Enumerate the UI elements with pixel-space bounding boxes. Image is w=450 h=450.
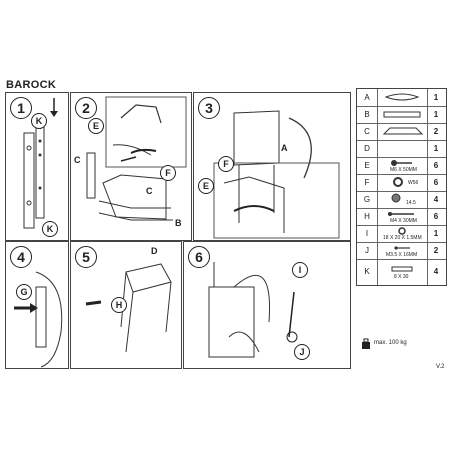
- step-5-panel: 5 D H: [70, 241, 182, 369]
- step-2-panel: 2 E C F C B: [70, 92, 192, 241]
- label-c-left: C: [74, 155, 81, 165]
- version-label: V.2: [436, 364, 445, 370]
- part-row-g: G 14.5 4: [357, 191, 446, 209]
- part-letter: B: [364, 110, 370, 119]
- step-3-illustration: [213, 110, 340, 239]
- ring-washer-icon: 18 X 20 X 1.5MM: [377, 225, 428, 242]
- step-number: 3: [198, 97, 220, 119]
- step-6-illustration: [208, 262, 298, 358]
- part-qty: 2: [433, 246, 439, 255]
- part-row-f: F W56 6: [357, 174, 446, 192]
- step-1-panel: 1 K K: [5, 92, 69, 241]
- stretcher-part-icon: [377, 89, 428, 106]
- part-row-i: I 18 X 20 X 1.5MM 1: [357, 225, 446, 243]
- step-3-panel: 3 A F E: [193, 92, 351, 241]
- part-row-a: A 1: [357, 89, 446, 107]
- label-d: D: [151, 246, 158, 256]
- part-spec: M4 X 30MM: [390, 218, 417, 224]
- step-6-panel: 6 I J: [183, 241, 351, 369]
- label-f: F: [160, 165, 176, 181]
- step-number: 6: [188, 246, 210, 268]
- step-number: 4: [10, 246, 32, 268]
- part-qty: 1: [433, 144, 439, 153]
- part-qty: 4: [433, 195, 439, 204]
- part-row-d: D 1: [357, 140, 446, 158]
- part-letter: E: [364, 161, 370, 170]
- step-number: 1: [10, 97, 32, 119]
- max-weight-label: max. 100 kg: [374, 340, 407, 346]
- bolt-icon: M6 X 50MM: [377, 157, 428, 174]
- part-spec: 18 X 20 X 1.5MM: [383, 235, 422, 241]
- label-j: J: [294, 344, 310, 360]
- part-row-j: J M3.5 X 16MM 2: [357, 242, 446, 260]
- rail-part-icon: [377, 106, 428, 123]
- part-letter: C: [364, 127, 370, 136]
- seat-part-icon: [377, 140, 428, 157]
- weight-icon: [360, 338, 372, 350]
- nut-icon: 14.5: [377, 191, 428, 208]
- part-qty: 1: [433, 229, 439, 238]
- part-letter: G: [363, 195, 371, 204]
- part-row-e: E M6 X 50MM 6: [357, 157, 446, 175]
- step-number: 2: [75, 97, 97, 119]
- part-row-b: B 1: [357, 106, 446, 124]
- part-qty: 2: [433, 127, 439, 136]
- label-h: H: [111, 297, 127, 313]
- label-a: A: [281, 143, 288, 153]
- part-letter: F: [364, 178, 370, 187]
- washer-icon: W56: [377, 174, 428, 191]
- part-qty: 1: [433, 93, 439, 102]
- part-spec: M6 X 50MM: [390, 167, 417, 173]
- part-qty: 4: [433, 267, 439, 276]
- label-g: G: [16, 284, 32, 300]
- part-spec: 8 X 30: [394, 274, 409, 280]
- part-spec: M3.5 X 16MM: [386, 252, 418, 258]
- label-e: E: [198, 178, 214, 194]
- part-qty: 1: [433, 110, 439, 119]
- step-4-illustration: [14, 271, 63, 368]
- label-f: F: [218, 156, 234, 172]
- label-e: E: [88, 118, 104, 134]
- parts-table: A 1 B 1 C 2 D 1 E M6 X 50MM 6 F W: [356, 88, 447, 286]
- label-k-top: K: [31, 113, 47, 129]
- part-qty: 6: [433, 212, 439, 221]
- part-letter: D: [364, 144, 370, 153]
- label-b: B: [175, 218, 182, 228]
- step-number: 5: [75, 246, 97, 268]
- dowel-icon: 8 X 30: [377, 259, 428, 285]
- document-title: BAROCK: [6, 79, 57, 91]
- step-2-illustration: [86, 96, 187, 221]
- label-k-bottom: K: [42, 221, 58, 237]
- part-row-c: C 2: [357, 123, 446, 141]
- part-letter: K: [364, 267, 370, 276]
- step-4-panel: 4 G: [5, 241, 69, 369]
- part-row-h: H M4 X 30MM 6: [357, 208, 446, 226]
- part-letter: A: [364, 93, 370, 102]
- part-row-k: K 8 X 30 4: [357, 259, 446, 285]
- part-letter: H: [364, 212, 370, 221]
- part-letter: I: [365, 229, 369, 238]
- side-rail-part-icon: [377, 123, 428, 140]
- screw-icon: M4 X 30MM: [377, 208, 428, 225]
- part-qty: 6: [433, 161, 439, 170]
- part-qty: 6: [433, 178, 439, 187]
- label-i: I: [292, 262, 308, 278]
- label-c-right: C: [146, 186, 153, 196]
- part-spec: W56: [408, 180, 419, 186]
- part-letter: J: [365, 246, 369, 255]
- part-spec: 14.5: [406, 200, 416, 206]
- small-screw-icon: M3.5 X 16MM: [377, 242, 428, 259]
